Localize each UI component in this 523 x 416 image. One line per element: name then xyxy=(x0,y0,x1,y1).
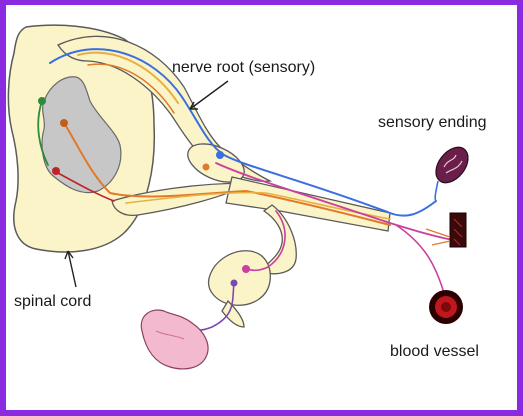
blood-vessel-icon xyxy=(429,290,463,324)
nerve-root-pointer xyxy=(190,81,228,109)
autonomic-cell-body xyxy=(242,265,250,273)
intestine-icon xyxy=(141,310,208,369)
sympathetic-ganglion xyxy=(209,251,271,306)
blood-vessel-label: blood vessel xyxy=(390,343,479,361)
autonomic-fiber-branch xyxy=(396,225,444,293)
muscle-fiber-icon xyxy=(426,213,466,247)
motor-cell-body xyxy=(60,119,68,127)
encapsulated-receptor-icon xyxy=(429,141,474,201)
interneuron-cell-body xyxy=(38,97,46,105)
sensory-ending-label: sensory ending xyxy=(378,114,487,132)
nerve-root-label: nerve root (sensory) xyxy=(172,59,315,77)
efferent-cell-body xyxy=(52,167,60,175)
postganglionic-cell-body xyxy=(231,280,238,287)
sensory-cell-body xyxy=(216,151,224,159)
spinal-cord-label: spinal cord xyxy=(14,293,91,311)
ganglion-cell-body xyxy=(203,164,210,171)
